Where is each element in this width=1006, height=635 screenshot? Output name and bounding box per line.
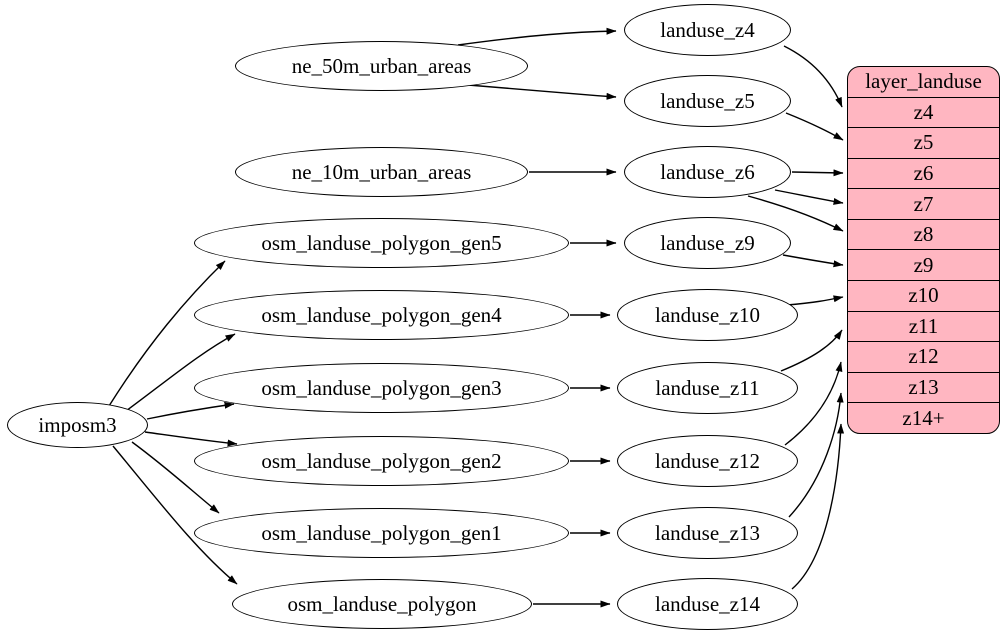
layer-landuse-table: layer_landuse z4 z5 z6 z7 z8 z9 z10 z11 … — [847, 66, 1000, 434]
edge-z10-row — [786, 295, 844, 306]
node-landuse-z9-label: landuse_z9 — [660, 230, 755, 255]
table-row-z5: z5 — [848, 127, 999, 158]
node-osm-landuse-polygon: osm_landuse_polygon — [232, 579, 532, 629]
edge-z13-row — [788, 392, 844, 518]
table-header: layer_landuse — [865, 69, 982, 94]
node-landuse-z11-label: landuse_z11 — [655, 375, 760, 400]
node-imposm3-label: imposm3 — [38, 412, 117, 437]
table-row-z4: z4 — [848, 96, 999, 128]
node-landuse-z9: landuse_z9 — [624, 217, 791, 269]
edge-z14-row — [791, 423, 845, 590]
edge-imposm3-gen4 — [125, 333, 236, 412]
table-row-z8: z8 — [848, 218, 999, 250]
node-osm-landuse-polygon-gen5-label: osm_landuse_polygon_gen5 — [261, 230, 502, 255]
node-osm-landuse-polygon-gen4-label: osm_landuse_polygon_gen4 — [261, 302, 502, 327]
node-osm-landuse-polygon-gen2-label: osm_landuse_polygon_gen2 — [261, 448, 502, 473]
node-ne-10m-urban-areas-label: ne_10m_urban_areas — [291, 159, 472, 184]
node-landuse-z10: landuse_z10 — [617, 289, 798, 341]
edge-imposm3-gen2 — [144, 431, 238, 447]
node-ne-50m-urban-areas: ne_50m_urban_areas — [235, 41, 528, 91]
node-landuse-z14: landuse_z14 — [617, 578, 798, 630]
node-osm-landuse-polygon-label: osm_landuse_polygon — [287, 591, 477, 616]
table-row-z14plus: z14+ — [848, 402, 999, 433]
node-landuse-z5-label: landuse_z5 — [660, 88, 755, 113]
edge-z12-row — [784, 361, 843, 446]
node-landuse-z12: landuse_z12 — [617, 435, 798, 487]
node-ne-10m-urban-areas: ne_10m_urban_areas — [235, 147, 528, 197]
node-landuse-z14-label: landuse_z14 — [655, 591, 760, 616]
node-ne-50m-urban-areas-label: ne_50m_urban_areas — [291, 53, 472, 78]
table-row-z10: z10 — [848, 280, 999, 311]
edge-ne50m-z4 — [457, 27, 617, 46]
node-osm-landuse-polygon-gen1-label: osm_landuse_polygon_gen1 — [261, 520, 502, 545]
node-landuse-z10-label: landuse_z10 — [655, 302, 760, 327]
table-row-z6: z6 — [848, 157, 999, 189]
node-landuse-z4: landuse_z4 — [624, 4, 791, 56]
node-landuse-z6-label: landuse_z6 — [660, 159, 755, 184]
edge-z11-row — [780, 329, 843, 372]
node-landuse-z5: landuse_z5 — [624, 75, 791, 127]
edge-z6-row — [791, 169, 844, 177]
node-osm-landuse-polygon-gen4: osm_landuse_polygon_gen4 — [194, 290, 569, 340]
node-landuse-z6: landuse_z6 — [624, 146, 791, 198]
node-osm-landuse-polygon-gen5: osm_landuse_polygon_gen5 — [194, 218, 569, 268]
node-landuse-z13-label: landuse_z13 — [655, 520, 760, 545]
node-imposm3: imposm3 — [7, 402, 148, 448]
edge-z6-row8 — [747, 195, 844, 232]
node-landuse-z4-label: landuse_z4 — [660, 17, 755, 42]
edge-imposm3-gen1 — [131, 441, 220, 514]
edge-imposm3-gen5 — [108, 260, 226, 407]
edge-z9-row — [782, 254, 844, 268]
node-osm-landuse-polygon-gen1: osm_landuse_polygon_gen1 — [194, 508, 569, 558]
table-row-z11: z11 — [848, 310, 999, 342]
edge-z4-row — [783, 45, 843, 108]
node-osm-landuse-polygon-gen3: osm_landuse_polygon_gen3 — [194, 363, 569, 413]
node-osm-landuse-polygon-gen3-label: osm_landuse_polygon_gen3 — [261, 375, 502, 400]
edge-ne50m-z5 — [467, 84, 617, 100]
edge-z5-row — [785, 112, 844, 141]
node-landuse-z13: landuse_z13 — [617, 507, 798, 559]
edge-z6-row7 — [774, 189, 844, 205]
table-row-z12: z12 — [848, 341, 999, 372]
node-osm-landuse-polygon-gen2: osm_landuse_polygon_gen2 — [194, 436, 569, 486]
table-row-z13: z13 — [848, 371, 999, 403]
edge-imposm3-gen3 — [146, 401, 235, 420]
node-landuse-z12-label: landuse_z12 — [655, 448, 760, 473]
table-row-z7: z7 — [848, 188, 999, 219]
edge-imposm3-polygon — [112, 445, 238, 585]
table-row-z9: z9 — [848, 249, 999, 280]
node-landuse-z11: landuse_z11 — [617, 362, 798, 414]
